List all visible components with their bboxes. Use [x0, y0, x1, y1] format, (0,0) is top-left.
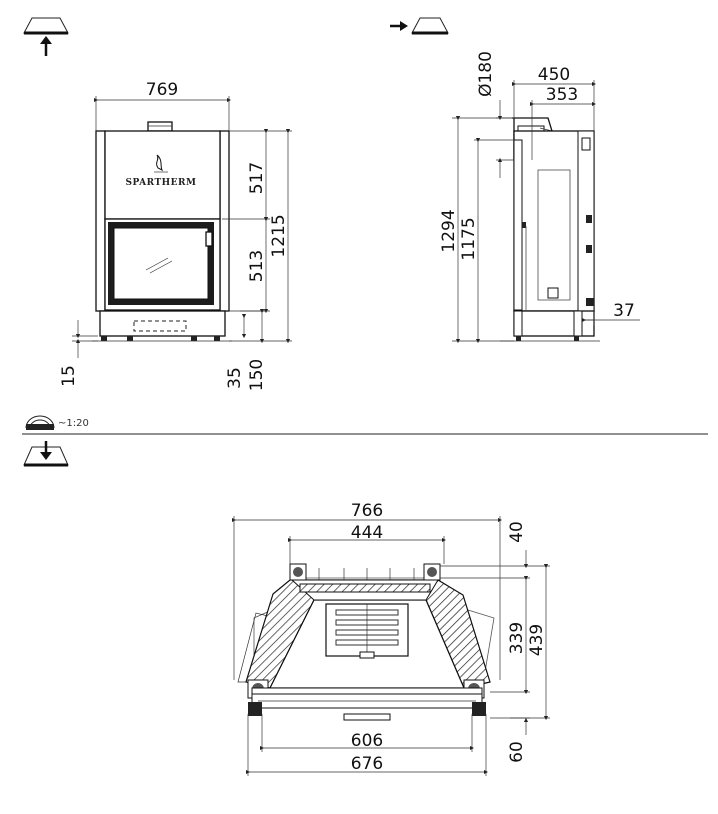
front-view-icon [23, 17, 69, 56]
side-view [500, 117, 600, 342]
top-width-label: 766 [351, 501, 383, 521]
front-dimensions: 769 517 513 1215 15 35 150 [59, 80, 292, 391]
overall-height-label: 1294 [439, 209, 459, 252]
depth-inner-label: 339 [507, 622, 527, 654]
base-width-label: 676 [351, 754, 383, 774]
depth-offset-label: 40 [507, 521, 527, 543]
side-flue-offset-label: 353 [546, 85, 578, 105]
scale-label: ~1:20 [58, 418, 89, 429]
brand-logo: SPARTHERM [126, 178, 197, 188]
front-width-bottom-label: 606 [351, 731, 383, 751]
rear-offset-label: 37 [613, 301, 635, 321]
side-view-icon [390, 17, 449, 35]
side-dimensions: 450 353 Ø180 1294 1175 37 [439, 51, 640, 344]
flue-height-label: 1175 [459, 217, 479, 260]
base-height-label: 150 [247, 359, 267, 391]
total-height-label: 1215 [269, 214, 289, 257]
flue-diameter-label: Ø180 [476, 51, 496, 97]
foot-offset-label: 15 [59, 365, 79, 387]
front-view: SPARTHERM [92, 121, 232, 342]
inner-width-label: 444 [351, 523, 383, 543]
top-dimensions: 766 444 40 339 439 60 606 676 [231, 501, 550, 776]
side-depth-label: 450 [538, 65, 570, 85]
top-view-icon [23, 441, 69, 467]
depth-total-label: 439 [527, 624, 547, 656]
front-width-label: 769 [146, 80, 178, 100]
top-view [237, 563, 495, 721]
glass-height-label: 513 [247, 250, 267, 282]
upper-height-label: 517 [247, 162, 267, 194]
front-offset-label: 60 [507, 741, 527, 763]
scale-icon [25, 415, 55, 430]
base-gap-label: 35 [225, 367, 245, 389]
